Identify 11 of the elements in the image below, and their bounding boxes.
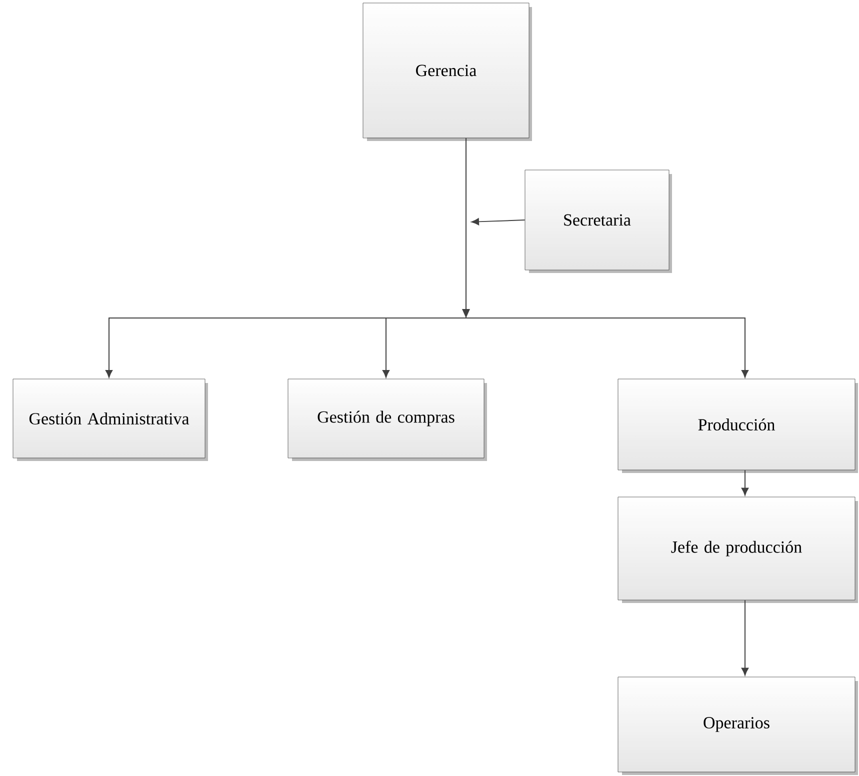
org-box: Operarios <box>618 676 858 775</box>
arrow <box>741 470 749 496</box>
arrow <box>471 218 526 226</box>
arrow <box>741 600 749 676</box>
org-box: Producción <box>618 378 858 473</box>
org-box: Gerencia <box>362 2 532 141</box>
arrow <box>466 138 749 378</box>
org-box: Gestión de compras <box>288 378 487 461</box>
org-box: Gestión Administrativa <box>12 378 208 461</box>
org-box: Jefe de producción <box>618 496 858 603</box>
org-box: Secretaria <box>524 170 672 273</box>
